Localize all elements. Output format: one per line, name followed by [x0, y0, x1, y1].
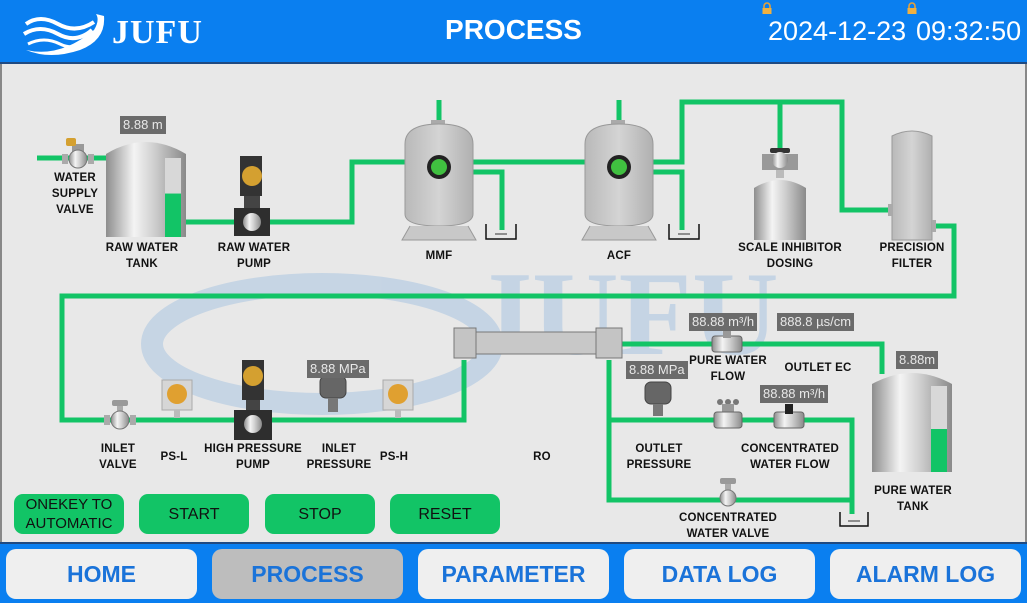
pure-water-tank-icon	[872, 373, 952, 472]
outlet-ec-label: OUTLET EC	[784, 362, 852, 374]
outlet-ec-readout: 888.8 µs/cm	[777, 313, 855, 331]
ro-membrane-icon	[453, 327, 623, 359]
nav-home[interactable]: HOME	[6, 549, 197, 599]
brand-name: JUFU	[112, 14, 203, 51]
outlet-pressure-transmitter-icon	[644, 381, 672, 416]
raw-water-tank-level-bar	[165, 193, 181, 237]
precision-filter-icon	[888, 130, 936, 241]
acf-vessel-icon	[581, 120, 657, 241]
nav-parameter[interactable]: PARAMETER	[418, 549, 609, 599]
pressure-switch-low-icon	[161, 379, 193, 418]
raw-tank-level-readout: 8.88 m	[120, 116, 166, 134]
pure-water-flow-readout: 88.88 m³/h	[689, 313, 758, 331]
drain-icon	[668, 224, 700, 240]
raw-water-tank-icon	[106, 142, 186, 237]
acf-label: ACF	[606, 250, 632, 262]
lock-icon	[907, 2, 917, 14]
pipe	[622, 341, 885, 374]
start-button[interactable]: START	[139, 494, 249, 534]
header-bar: JUFU PROCESS 2024-12-23 09:32:50	[0, 0, 1027, 64]
ps-l-label: PS-L	[160, 451, 188, 463]
nav-alarm-log[interactable]: ALARM LOG	[830, 549, 1021, 599]
high-pressure-pump-icon[interactable]	[234, 360, 272, 440]
concentrated-water-valve-icon[interactable]	[719, 478, 737, 507]
water-supply-valve-icon[interactable]	[62, 138, 94, 169]
raw-water-pump-icon[interactable]	[234, 156, 270, 236]
scale-inhibitor-dosing-icon[interactable]	[754, 148, 806, 240]
mmf-vessel-icon	[401, 120, 477, 241]
outlet-pressure-readout: 8.88 MPa	[626, 361, 688, 379]
process-diagram: JUFU	[37, 99, 957, 527]
jufu-logo: JUFU	[20, 10, 230, 56]
time-display: 09:32:50	[916, 16, 1022, 46]
pipe	[609, 417, 855, 500]
concentrate-flowmeter-icon	[773, 404, 805, 429]
inlet-valve-icon[interactable]	[104, 400, 136, 430]
logo-wave-icon	[22, 14, 105, 55]
ps-h-label: PS-H	[379, 451, 409, 463]
concentrated-water-flow-readout: 88.88 m³/h	[760, 385, 829, 403]
reset-button[interactable]: RESET	[390, 494, 500, 534]
nav-process[interactable]: PROCESS	[212, 549, 403, 599]
pressure-switch-high-icon	[382, 379, 414, 418]
ro-label: RO	[533, 451, 551, 463]
page-title: PROCESS	[445, 14, 582, 45]
date-display: 2024-12-23	[768, 16, 907, 46]
concentrate-needle-valve-icon[interactable]	[713, 399, 743, 429]
inlet-pressure-readout: 8.88 MPa	[307, 360, 369, 378]
pipe	[642, 99, 890, 213]
pure-water-flowmeter-icon	[711, 328, 743, 353]
stop-button[interactable]: STOP	[265, 494, 375, 534]
lock-icon	[762, 2, 772, 14]
mmf-label: MMF	[425, 250, 453, 262]
drain-icon	[839, 512, 869, 527]
drain-icon	[485, 224, 517, 240]
process-canvas: JUFU	[0, 64, 1027, 542]
bottom-nav: HOME PROCESS PARAMETER DATA LOG ALARM LO…	[0, 542, 1027, 603]
pure-tank-level-readout: 8.88m	[896, 351, 939, 369]
nav-data-log[interactable]: DATA LOG	[624, 549, 815, 599]
pipe	[59, 223, 957, 423]
pure-water-tank-level-bar	[931, 429, 947, 472]
